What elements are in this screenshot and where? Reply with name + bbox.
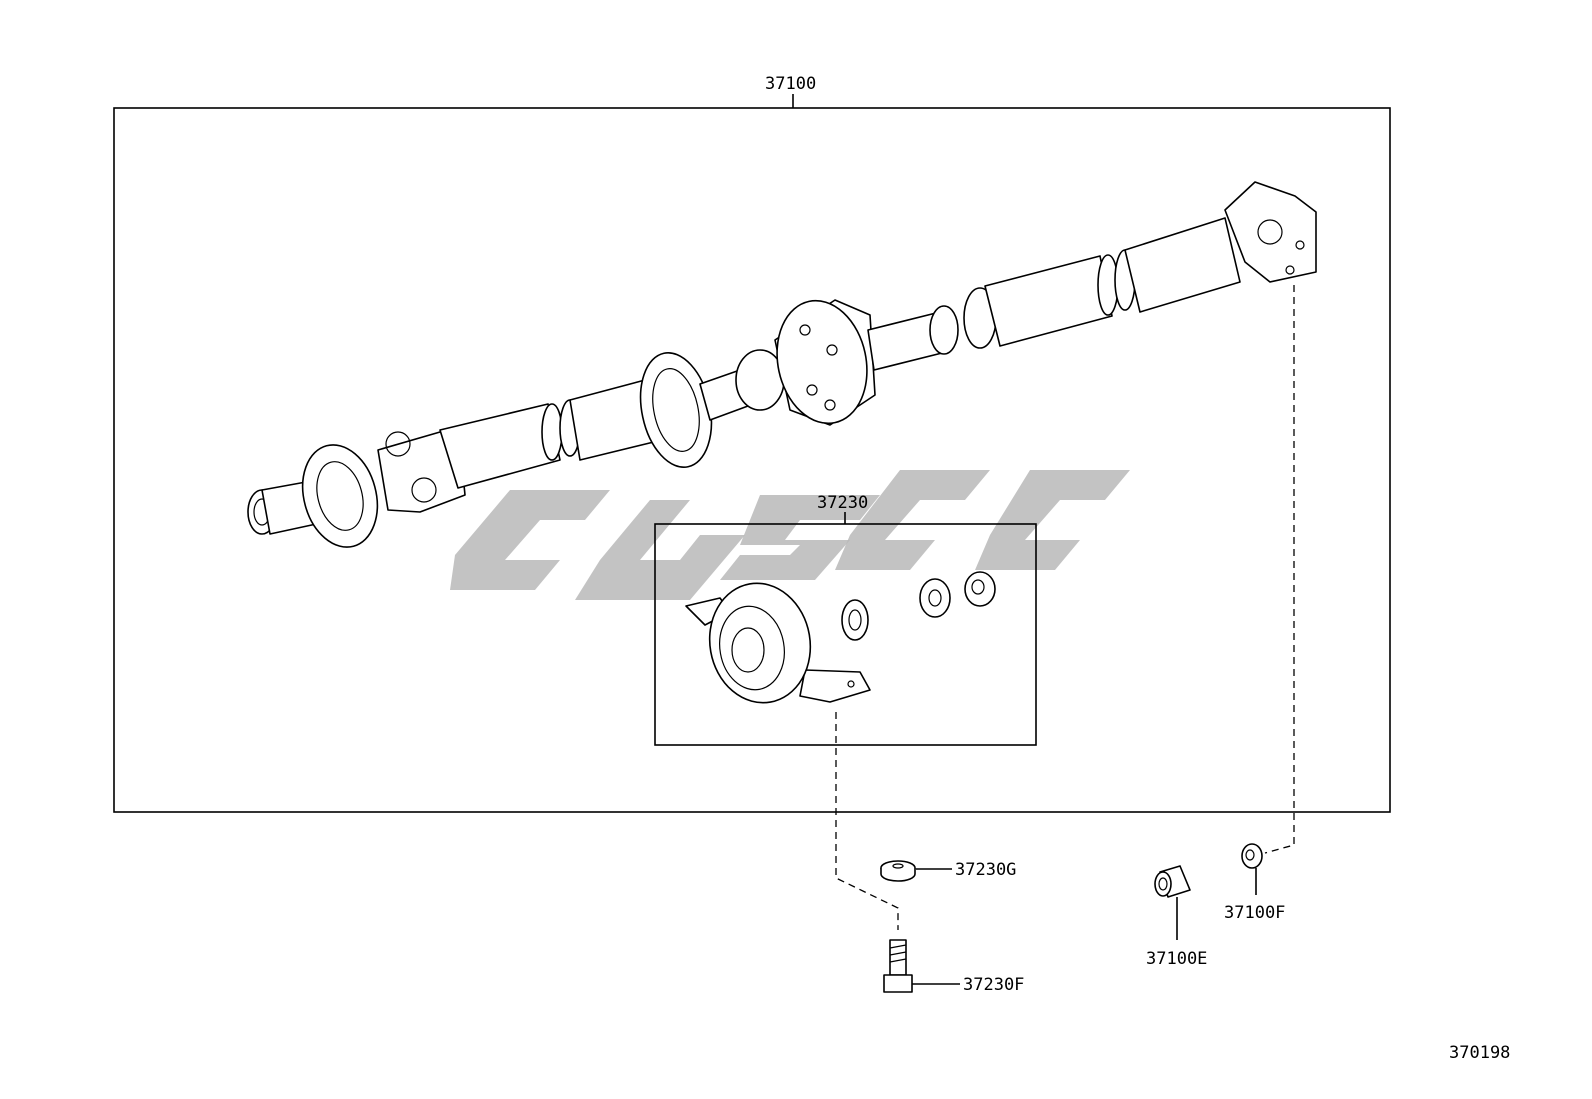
center-bearing-label: 37230	[817, 493, 868, 513]
figure-number: 370198	[1449, 1043, 1510, 1063]
assembly-label: 37100	[765, 74, 816, 94]
bolt-label: 37230F	[963, 975, 1024, 995]
nut-part	[1241, 843, 1263, 869]
nut-label: 37100F	[1224, 903, 1285, 923]
bolt-part	[883, 939, 913, 993]
assembly-frame	[113, 107, 1391, 813]
washer-label: 37230G	[955, 860, 1016, 880]
sleeve-label: 37100E	[1146, 949, 1207, 969]
washer-part	[880, 860, 916, 882]
sleeve-part	[1154, 865, 1191, 898]
rear-yoke-dashline	[1264, 285, 1295, 854]
watermark-logo	[450, 470, 1130, 600]
propeller-shaft-drawing	[247, 181, 1317, 548]
bearing-mount-dashline	[835, 712, 899, 930]
center-bearing-drawing	[685, 571, 996, 704]
